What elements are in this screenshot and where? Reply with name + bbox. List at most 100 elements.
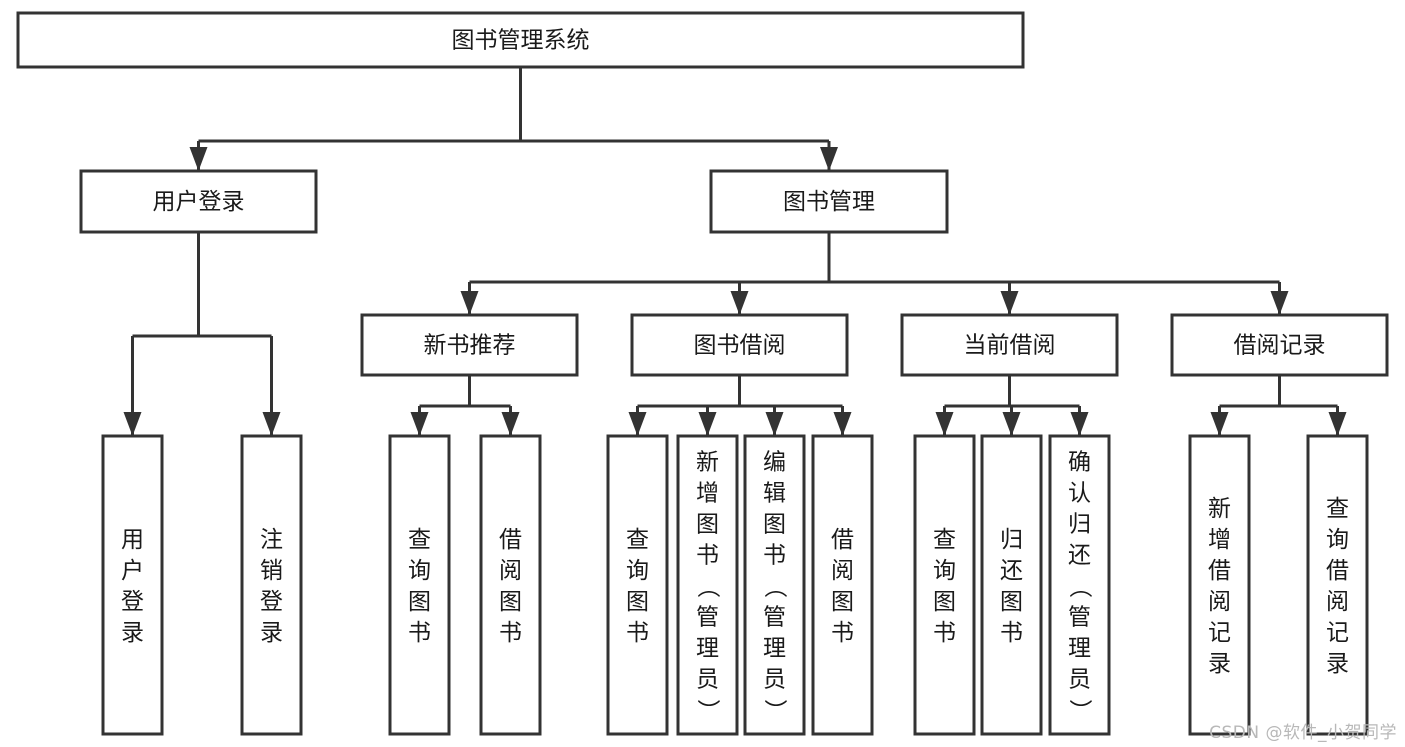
arrow-head [501,412,520,436]
csdn-watermark: CSDN @软件_小贺同学 [1209,723,1397,743]
node-book-manage[interactable]: 图书管理 [709,169,949,234]
node-label-char: 管 [696,605,719,631]
node-label-char: 理 [1068,636,1091,662]
node-box[interactable] [630,313,849,377]
node-label-char: 登 [121,589,144,615]
node-label-char: 图 [1000,589,1023,615]
node-label-char: 阅 [831,558,854,584]
node-label: 当前借阅 [964,333,1056,359]
node-label: 图书借阅 [694,333,786,359]
node-leaf-user-login[interactable]: 用户登录 [101,434,164,736]
node-book-borrow[interactable]: 图书借阅 [630,313,849,377]
nodes-layer: 图书管理系统用户登录图书管理新书推荐图书借阅当前借阅借阅记录用户登录注销登录查询… [16,11,1389,736]
arrow-head [698,412,717,436]
arrow-head [730,291,749,315]
node-label-char: 员 [696,667,719,693]
node-label: 用户登录 [153,189,245,215]
node-label-char: 理 [763,636,786,662]
arrow-head [123,412,142,436]
node-label-char: 图 [696,512,719,538]
arrow-head [628,412,647,436]
node-label-char: 登 [260,589,283,615]
node-label-char: 还 [1000,558,1023,584]
node-label-char: 查 [933,527,956,553]
node-box[interactable] [709,169,949,234]
arrow-head [765,412,784,436]
node-box[interactable] [980,434,1043,736]
node-box[interactable] [1188,434,1251,736]
node-label-char: 查 [1326,496,1349,522]
node-label-char: 归 [1068,512,1091,538]
arrow-head [460,291,479,315]
node-label-char: 询 [626,558,649,584]
node-label-char: 增 [696,481,719,507]
node-label-char: 销 [260,558,283,584]
node-box[interactable] [1306,434,1369,736]
node-label-char: （ [695,575,721,598]
node-box[interactable] [101,434,164,736]
node-box[interactable] [743,434,806,736]
node-label-char: 书 [408,620,431,646]
arrow-head [820,147,838,171]
node-label-char: 书 [626,620,649,646]
node-label-char: 借 [1326,558,1349,584]
node-box[interactable] [913,434,976,736]
node-label-char: 图 [408,589,431,615]
node-box[interactable] [1170,313,1389,377]
node-label-char: 询 [408,558,431,584]
node-label-char: 新 [1208,496,1231,522]
node-label-char: 书 [1000,620,1023,646]
node-label-char: 用 [121,527,144,553]
node-label-char: 归 [1000,527,1023,553]
node-box[interactable] [676,434,739,736]
node-label-char: 管 [763,605,786,631]
node-box[interactable] [16,11,1025,69]
arrow-head [1270,291,1289,315]
node-label-char: 书 [933,620,956,646]
arrow-head [1070,412,1089,436]
node-label-char: 理 [696,636,719,662]
arrow-head [1000,291,1019,315]
arrow-head [410,412,429,436]
node-label-char: ） [695,699,721,722]
node-label-char: 确 [1068,450,1091,476]
node-box[interactable] [388,434,451,736]
node-label-char: 录 [1326,651,1349,677]
connectors-layer [123,67,1347,436]
node-box[interactable] [360,313,579,377]
node-box[interactable] [606,434,669,736]
node-label-char: 录 [260,620,283,646]
node-box[interactable] [79,169,318,234]
node-box[interactable] [900,313,1119,377]
node-borrow-record[interactable]: 借阅记录 [1170,313,1389,377]
node-label-char: 管 [1068,605,1091,631]
node-label-char: 查 [408,527,431,553]
node-box[interactable] [1048,434,1111,736]
node-current-borrow[interactable]: 当前借阅 [900,313,1119,377]
node-label-char: 增 [1208,527,1231,553]
node-box[interactable] [240,434,303,736]
node-box[interactable] [811,434,874,736]
node-new-book-rec[interactable]: 新书推荐 [360,313,579,377]
node-user-login[interactable]: 用户登录 [79,169,318,234]
node-root[interactable]: 图书管理系统 [16,11,1025,69]
node-label-char: 新 [696,450,719,476]
node-label-char: 图 [831,589,854,615]
node-box[interactable] [479,434,542,736]
node-label-char: 图 [499,589,522,615]
node-label-char: 员 [763,667,786,693]
node-label-char: 员 [1068,667,1091,693]
